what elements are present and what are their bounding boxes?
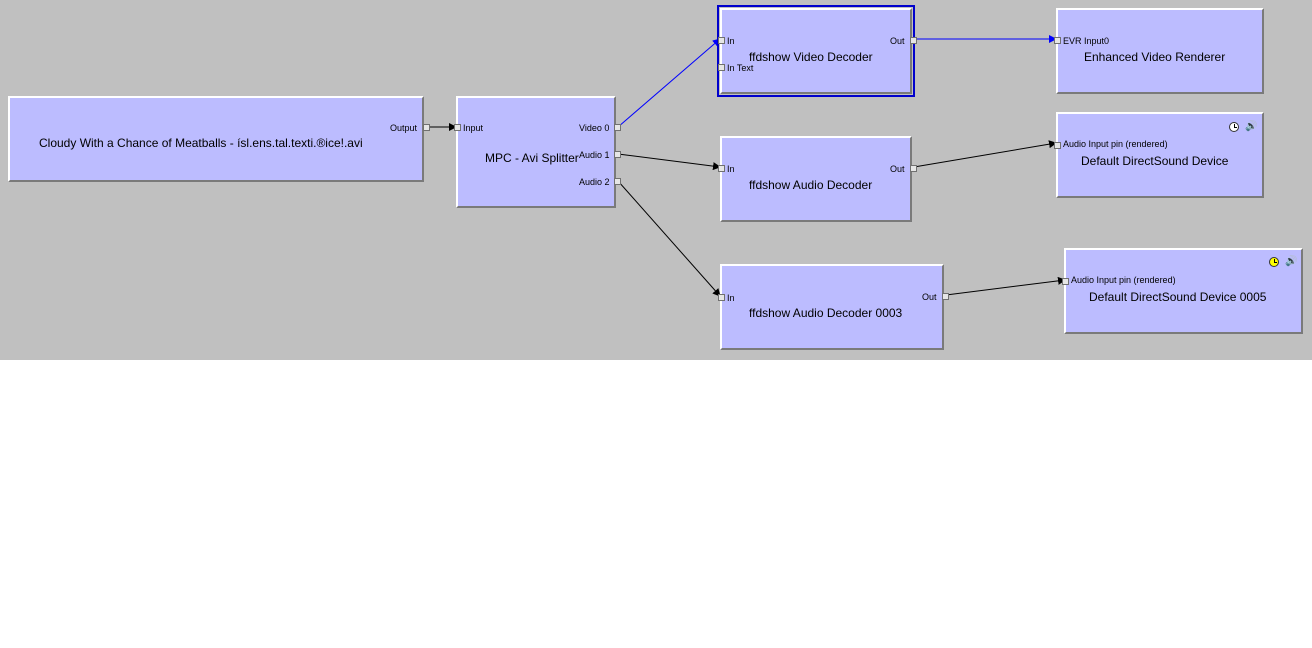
pin-splitter-audio1[interactable] <box>614 151 621 158</box>
pin-source-output-label: Output <box>390 123 418 133</box>
filter-audio-decoder-3-name: ffdshow Audio Decoder 0003 <box>749 306 903 320</box>
pin-audio-decoder-3-out-label: Out <box>922 292 937 302</box>
clock-icon <box>1269 257 1279 267</box>
wire-audio1-to-audio-decoder[interactable] <box>617 153 721 171</box>
graph-canvas[interactable]: Cloudy With a Chance of Meatballs - ísl.… <box>0 0 1312 360</box>
filter-dsound-name: Default DirectSound Device <box>1081 154 1229 168</box>
wire-audio2-to-audio-decoder-3[interactable] <box>617 180 721 297</box>
pin-audio-decoder-3-in-label: In <box>727 293 735 303</box>
clock-icon <box>1229 122 1239 132</box>
pin-splitter-input-label: Input <box>463 123 484 133</box>
pin-dsound-in[interactable] <box>1054 142 1061 149</box>
filter-audio-decoder-name: ffdshow Audio Decoder <box>749 178 873 192</box>
filter-dsound-5-name: Default DirectSound Device 0005 <box>1089 290 1267 304</box>
pin-video-decoder-in[interactable] <box>718 37 725 44</box>
pin-splitter-audio2-label: Audio 2 <box>579 177 610 187</box>
speaker-icon: 🔊 <box>1285 256 1298 267</box>
filter-splitter[interactable]: Input MPC - Avi Splitter Video 0 Audio 1… <box>454 96 621 208</box>
pin-splitter-audio2[interactable] <box>614 178 621 185</box>
pin-splitter-input[interactable] <box>454 124 461 131</box>
pin-audio-decoder-3-out[interactable] <box>942 293 949 300</box>
wire-video0-to-video-decoder[interactable] <box>617 38 721 128</box>
filter-source[interactable]: Cloudy With a Chance of Meatballs - ísl.… <box>8 96 430 182</box>
filter-video-decoder[interactable]: In In Text ffdshow Video Decoder Out <box>717 5 917 97</box>
pin-audio-decoder-3-in[interactable] <box>718 294 725 301</box>
wire-audio-decoder-3-to-dsound-5[interactable] <box>945 276 1066 296</box>
filter-evr-name: Enhanced Video Renderer <box>1084 50 1226 64</box>
pin-dsound-5-in[interactable] <box>1062 278 1069 285</box>
pin-evr-input0[interactable] <box>1054 37 1061 44</box>
filter-dsound[interactable]: 🔊 Audio Input pin (rendered) Default Dir… <box>1054 112 1264 198</box>
pin-video-decoder-in-label: In <box>727 36 735 46</box>
filter-source-name: Cloudy With a Chance of Meatballs - ísl.… <box>39 136 363 150</box>
connections-layer <box>428 35 1066 297</box>
pin-splitter-video0[interactable] <box>614 124 621 131</box>
pin-evr-input0-label: EVR Input0 <box>1063 36 1110 46</box>
pin-audio-decoder-out-label: Out <box>890 164 905 174</box>
speaker-icon: 🔊 <box>1245 121 1258 132</box>
pin-video-decoder-out[interactable] <box>910 37 917 44</box>
pin-source-output[interactable] <box>423 124 430 131</box>
pin-audio-decoder-in[interactable] <box>718 165 725 172</box>
filter-audio-decoder-3[interactable]: In ffdshow Audio Decoder 0003 Out <box>718 264 949 350</box>
filter-splitter-name: MPC - Avi Splitter <box>485 151 579 165</box>
pin-splitter-audio1-label: Audio 1 <box>579 150 610 160</box>
wire-audio-decoder-to-dsound[interactable] <box>913 140 1057 168</box>
pin-video-decoder-out-label: Out <box>890 36 905 46</box>
filter-dsound-5[interactable]: 🔊 Audio Input pin (rendered) Default Dir… <box>1062 248 1303 334</box>
pin-video-decoder-in-text-label: In Text <box>727 63 754 73</box>
pin-audio-decoder-in-label: In <box>727 164 735 174</box>
filter-video-decoder-name: ffdshow Video Decoder <box>749 50 873 64</box>
pin-splitter-video0-label: Video 0 <box>579 123 610 133</box>
pin-video-decoder-in-text[interactable] <box>718 64 725 71</box>
pin-audio-decoder-out[interactable] <box>910 165 917 172</box>
pin-dsound-5-in-label: Audio Input pin (rendered) <box>1071 275 1176 285</box>
filter-audio-decoder[interactable]: In ffdshow Audio Decoder Out <box>718 136 917 222</box>
filter-evr[interactable]: EVR Input0 Enhanced Video Renderer <box>1054 8 1264 94</box>
pin-dsound-in-label: Audio Input pin (rendered) <box>1063 139 1168 149</box>
